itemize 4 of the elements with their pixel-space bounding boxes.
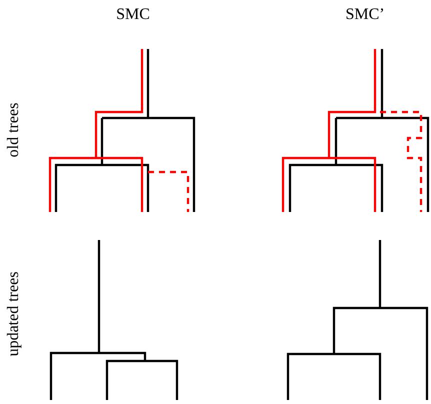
column-heading: SMC (116, 6, 150, 24)
row-heading: old trees (5, 102, 23, 158)
row-heading: updated trees (5, 272, 23, 356)
column-heading: SMC’ (345, 6, 385, 24)
